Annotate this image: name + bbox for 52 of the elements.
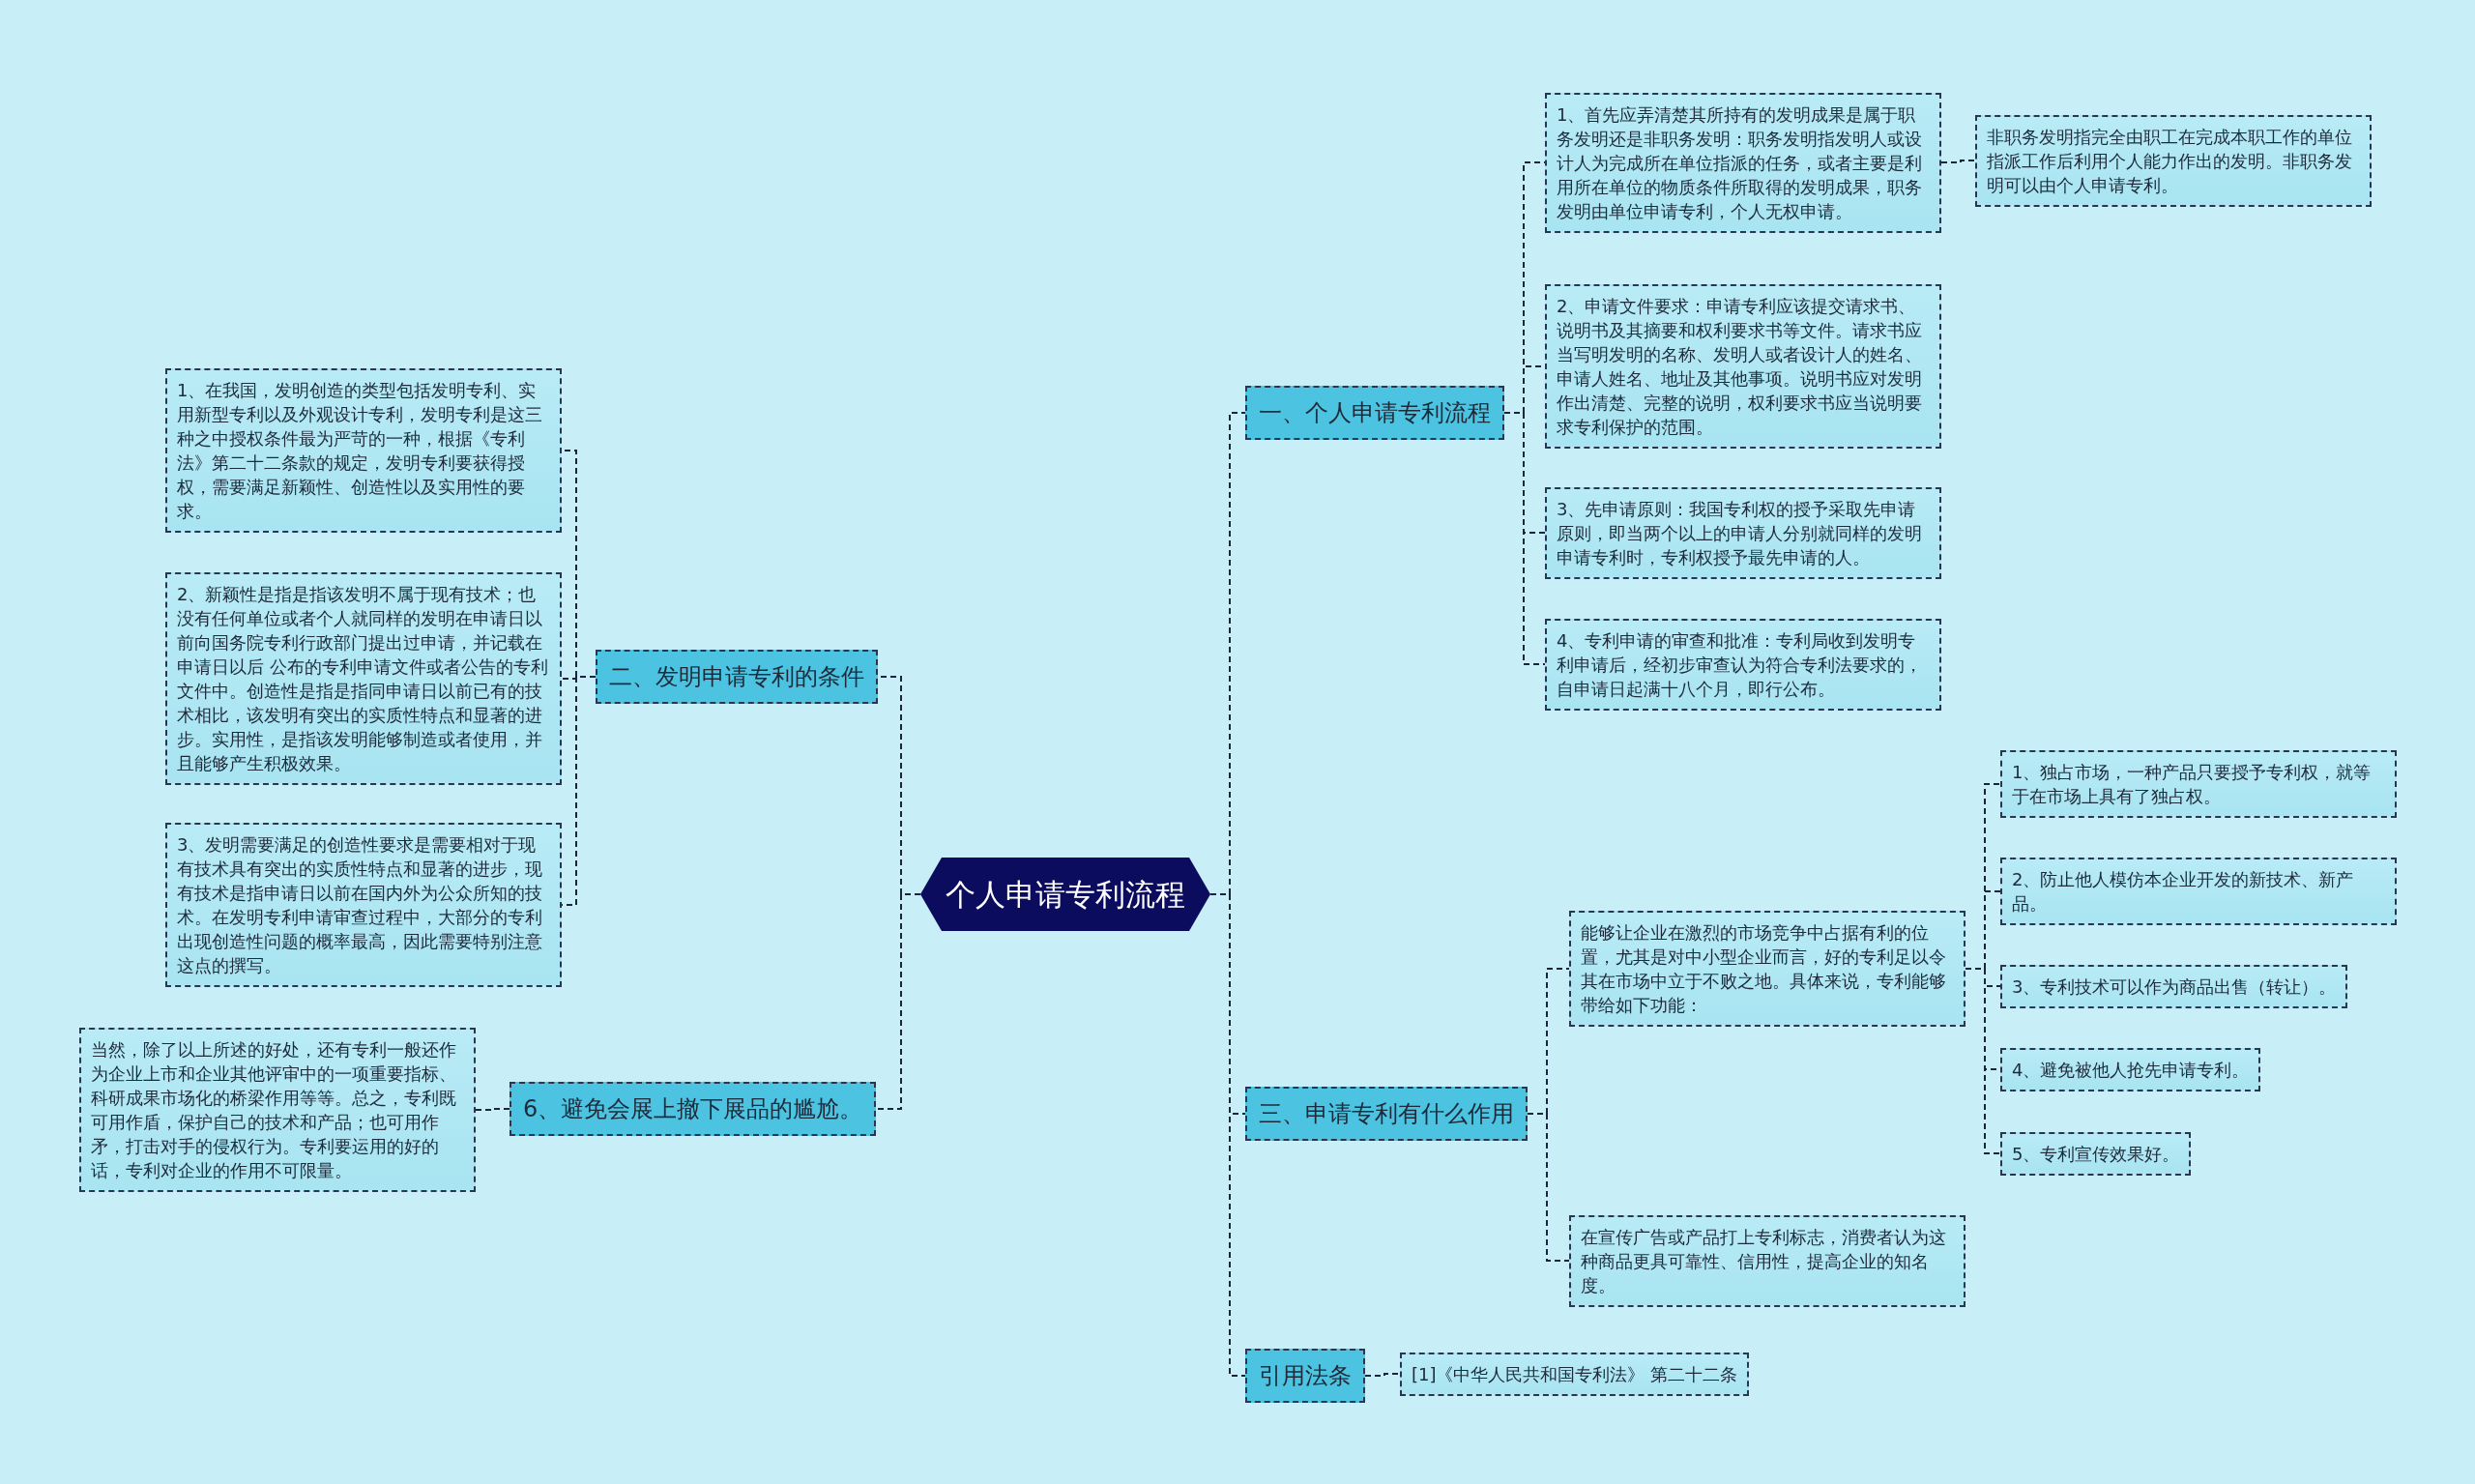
branch-label: 三、申请专利有什么作用	[1259, 1099, 1514, 1129]
connector-line	[475, 1108, 510, 1111]
note-box	[2000, 858, 2397, 925]
connector-line	[1364, 1373, 1401, 1377]
note-box	[165, 368, 562, 533]
note-text: [1]《中华人民共和国专利法》 第二十二条	[1412, 1362, 1738, 1386]
branch-topic	[1245, 1349, 1365, 1403]
note-box	[1545, 92, 1941, 233]
note-text: 1、在我国，发明创造的类型包括发明专利、实用新型专利以及外观设计专利，发明专利是这三种之中授权条件最为严苛的一种，根据《专利法》第二十二条款的规定，发明专利要获得授权，需要满足新颖性、创造性以及实用性的要求。	[177, 379, 543, 523]
note-box	[1545, 486, 1941, 579]
branch-topic	[1245, 1087, 1528, 1141]
note-box	[79, 1028, 476, 1192]
note-box	[1400, 1352, 1750, 1396]
note-text: 1、独占市场，一种产品只要授予专利权，就等于在市场上具有了独占权。	[2012, 761, 2373, 808]
note-box	[2000, 1131, 2192, 1176]
note-text: 2、申请文件要求：申请专利应该提交请求书、说明书及其摘要和权利要求书等文件。请求书应当写明发明的名称、发明人或者设计人的姓名、申请人姓名、地址及其他事项。说明书应对发明作出清楚、完整的说明，权利要求书应当说明要求专利保护的范围。	[1557, 295, 1923, 439]
connector-line	[1503, 412, 1546, 665]
note-text: 3、专利技术可以作为商品出售（转让）。	[2012, 975, 2337, 999]
note-box	[1545, 618, 1941, 711]
note-box	[165, 823, 562, 987]
note-text: 2、防止他人模仿本企业开发的新技术、新产品。	[2012, 868, 2355, 916]
note-text: 4、避免被他人抢先申请专利。	[2012, 1058, 2250, 1082]
note-box	[1975, 114, 2372, 207]
note-box	[165, 572, 562, 785]
connector-line	[875, 893, 921, 1110]
note-text: 5、专利宣传效果好。	[2012, 1142, 2180, 1166]
branch-topic	[1245, 386, 1504, 440]
note-text: 当然，除了以上所述的好处，还有专利一般还作为企业上市和企业其他评审中的一项重要指标、科研成果市场化的桥梁作用等等。总之，专利既可用作盾，保护自己的技术和产品；也可用作矛，打击对手的侵权行为。专利要运用的好的话，专利对企业的作用不可限量。	[91, 1038, 457, 1182]
branch-label: 引用法条	[1259, 1361, 1352, 1391]
note-box	[2000, 964, 2348, 1008]
note-box	[1569, 911, 1965, 1027]
note-text: 能够让企业在激烈的市场竞争中占据有利的位置，尤其是对中小型企业而言，好的专利足以令其在市场中立于不败之地。具体来说，专利能够带给如下功能：	[1581, 921, 1947, 1017]
branch-label: 一、个人申请专利流程	[1259, 398, 1491, 428]
connector-line	[1527, 1113, 1570, 1262]
note-text: 在宣传广告或产品打上专利标志，消费者认为这种商品更具可靠性、信用性，提高企业的知名度。	[1581, 1225, 1947, 1297]
branch-label: 6、避免会展上撤下展品的尴尬。	[523, 1094, 863, 1124]
note-text: 3、发明需要满足的创造性要求是需要相对于现有技术具有突出的实质性特点和显著的进步，现有技术是指申请日以前在国内外为公众所知的技术。在发明专利申请审查过程中，大部分的专利出现创造性问题的概率最高，因此需要特别注意这点的撰写。	[177, 833, 543, 977]
connector-line	[1965, 968, 2001, 1154]
note-text: 3、先申请原则：我国专利权的授予采取先申请原则，即当两个以上的申请人分别就同样的发明申请专利时，专利权授予最先申请的人。	[1557, 497, 1923, 569]
note-text: 2、新颖性是指是指该发明不属于现有技术；也没有任何单位或者个人就同样的发明在申请日以前向国务院专利行政部门提出过申请，并记载在申请日以后 公布的专利申请文件或者公告的专利文件中。创造性是指是指同申请日以前已有的技术相比，该发明有突出的实质性特点和显著的进步。实用性，是指该发明能够制造或者使用，并且能够产生积极效果。	[177, 583, 549, 775]
note-box	[1569, 1214, 1965, 1307]
topic-title: 个人申请专利流程	[946, 876, 1185, 914]
note-box	[2000, 1047, 2261, 1091]
branch-label: 二、发明申请专利的条件	[609, 662, 864, 692]
branch-topic	[596, 650, 878, 704]
note-text: 非职务发明指完全由职工在完成本职工作的单位指派工作后利用个人能力作出的发明。非职务发明可以由个人申请专利。	[1987, 125, 2353, 197]
connector-line	[1940, 160, 1976, 163]
note-box	[1545, 284, 1941, 449]
branch-topic	[510, 1082, 877, 1136]
note-box	[2000, 750, 2397, 818]
note-text: 4、专利申请的审查和批准：专利局收到发明专利申请后，经初步审查认为符合专利法要求的，自申请日起满十八个月，即行公布。	[1557, 628, 1923, 701]
note-text: 1、首先应弄清楚其所持有的发明成果是属于职务发明还是非职务发明：职务发明指发明人或设计人为完成所在单位指派的任务，或者主要是利用所在单位的物质条件所取得的发明成果，职务发明由单位申请专利，个人无权申请。	[1557, 102, 1923, 223]
